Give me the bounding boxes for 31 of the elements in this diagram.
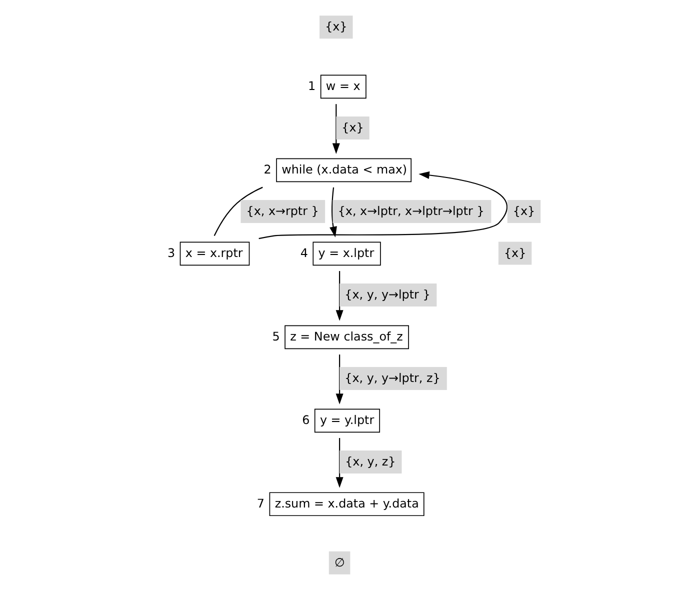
node-label: 7 [256,496,264,510]
arrow [329,187,336,238]
edge-label: {x, x→lptr, x→lptr→lptr } [337,204,484,218]
arrow [335,354,343,404]
arrow [332,104,340,154]
node-label: 4 [300,246,308,260]
edge-label: {x, y, y→lptr } [344,288,430,302]
edge-label: {x, x→rptr } [246,204,318,218]
label: {x} [324,20,347,34]
arrow [335,271,343,321]
node-label: 1 [308,78,316,93]
arrow [258,171,507,240]
edge-label: {x, y, y→lptr, z} [344,371,440,386]
node-label: 2 [263,162,271,176]
node-label: 5 [272,329,280,344]
node-box: z = New class_of_z [284,325,408,350]
node-box: y = y.lptr [314,408,380,433]
node-box: w = x [320,74,366,99]
node-label: 6 [302,412,310,427]
connector [213,186,262,236]
node-box: z.sum = x.data + y.data [268,492,424,516]
edge-label: {x} [341,120,364,135]
label: {x} [503,246,526,260]
node-label: 3 [166,246,175,260]
edge-label: {x} [512,204,535,218]
arrow [335,438,343,488]
edge-label: {x, y, z} [344,454,396,469]
node-box: while (x.data < max) [276,158,412,182]
label: ∅ [334,555,344,570]
node-box: x = x.rptr [179,242,250,266]
node-box: y = x.lptr [312,242,380,266]
